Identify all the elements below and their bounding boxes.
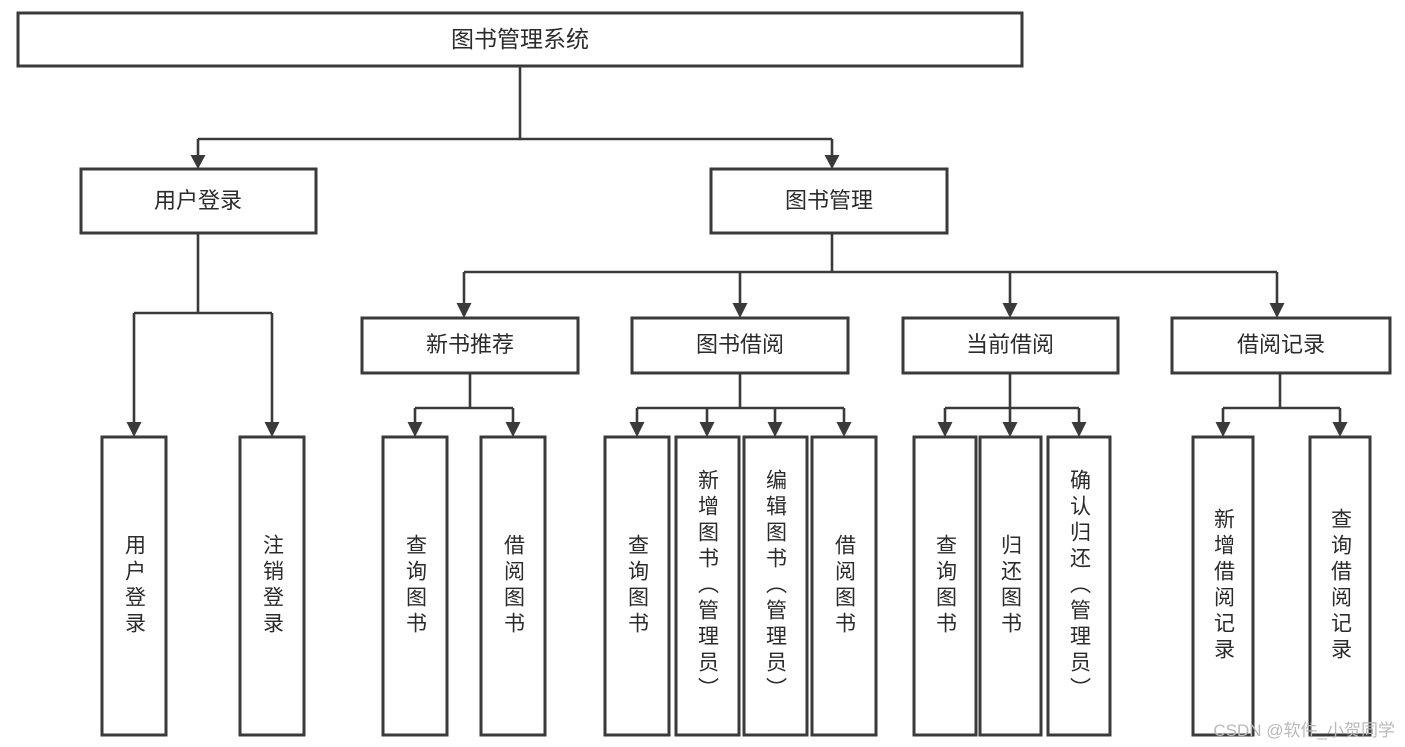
leaf-user-login-box[interactable]	[100, 435, 168, 737]
node-book-borrow-label: 图书借阅	[696, 332, 784, 357]
connectors-borrow-record-to-leaves	[1215, 373, 1348, 437]
arrowhead-current-borrow	[1002, 303, 1018, 318]
leaf-borrow-book-1-box[interactable]	[479, 435, 547, 737]
node-borrow-record-box[interactable]	[1170, 316, 1392, 375]
node-user-login[interactable]: 用户登录	[79, 167, 318, 235]
node-book-manage[interactable]: 图书管理	[709, 167, 949, 235]
arrowhead-new-book-recommend	[456, 303, 472, 318]
arrowhead-leaf-borrow-book-1	[505, 422, 521, 437]
leaf-query-book-2-box[interactable]	[603, 435, 671, 737]
leaf-confirm-return-box[interactable]	[1046, 435, 1112, 737]
node-borrow-record[interactable]: 借阅记录	[1170, 316, 1392, 375]
arrowhead-leaf-return-book	[1002, 422, 1018, 437]
csdn-watermark: CSDN @软件_小贺同学	[1213, 721, 1395, 740]
node-new-book-recommend-box[interactable]	[360, 316, 580, 375]
leaf-boxes-borrow-record	[1191, 435, 1372, 737]
leaf-add-book-box[interactable]	[674, 435, 741, 737]
arrowhead-leaf-user-login	[126, 422, 142, 437]
arrowhead-leaf-edit-book	[767, 422, 783, 437]
node-borrow-record-label: 借阅记录	[1237, 332, 1325, 357]
leaf-boxes-user-login	[100, 435, 306, 737]
leaf-boxes-new-book-recommend	[381, 435, 547, 737]
leaf-edit-book-box[interactable]	[742, 435, 809, 737]
node-current-borrow[interactable]: 当前借阅	[901, 316, 1120, 375]
leaf-borrow-book-2-box[interactable]	[810, 435, 878, 737]
arrowhead-book-manage	[824, 155, 840, 169]
node-new-book-recommend-label: 新书推荐	[426, 332, 514, 357]
node-book-manage-box[interactable]	[709, 167, 949, 235]
node-new-book-recommend[interactable]: 新书推荐	[360, 316, 580, 375]
leaf-add-record-box[interactable]	[1191, 435, 1255, 737]
node-current-borrow-box[interactable]	[901, 316, 1120, 375]
node-root-label: 图书管理系统	[451, 26, 589, 52]
arrowhead-leaf-logout	[264, 422, 280, 437]
node-current-borrow-label: 当前借阅	[966, 332, 1054, 357]
leaf-query-book-1-box[interactable]	[381, 435, 449, 737]
arrowhead-borrow-record	[1269, 303, 1285, 318]
arrowhead-leaf-query-record	[1332, 422, 1348, 437]
arrowhead-leaf-query-book-2	[629, 422, 645, 437]
node-book-manage-label: 图书管理	[785, 188, 873, 213]
leaf-query-record-box[interactable]	[1308, 435, 1372, 737]
leaf-return-book-box[interactable]	[978, 435, 1043, 737]
arrowhead-user-login	[190, 155, 206, 169]
node-user-login-label: 用户登录	[154, 188, 242, 213]
connectors-user-login-to-leaves	[126, 233, 280, 437]
connectors-current-borrow-to-leaves	[937, 373, 1087, 437]
node-book-borrow[interactable]: 图书借阅	[630, 316, 850, 375]
node-root[interactable]: 图书管理系统	[16, 11, 1024, 68]
arrowhead-leaf-add-book	[699, 422, 715, 437]
leaf-boxes-current-borrow	[912, 435, 1112, 737]
leaf-boxes-book-borrow	[603, 435, 878, 737]
arrowhead-leaf-query-book-1	[407, 422, 423, 437]
connectors-root-to-level2	[190, 66, 840, 169]
node-book-borrow-box[interactable]	[630, 316, 850, 375]
leaf-query-book-3-box[interactable]	[912, 435, 978, 737]
node-root-box[interactable]	[16, 11, 1024, 68]
node-user-login-box[interactable]	[79, 167, 318, 235]
leaf-logout-box[interactable]	[238, 435, 306, 737]
arrowhead-leaf-add-record	[1215, 422, 1231, 437]
arrowhead-leaf-confirm-return	[1071, 422, 1087, 437]
connectors-new-book-to-leaves	[407, 373, 521, 437]
arrowhead-book-borrow	[732, 303, 748, 318]
arrowhead-leaf-borrow-book-2	[836, 422, 852, 437]
connectors-book-borrow-to-leaves	[629, 373, 852, 437]
arrowhead-leaf-query-book-3	[937, 422, 953, 437]
connectors-book-manage-to-level3	[456, 233, 1285, 318]
